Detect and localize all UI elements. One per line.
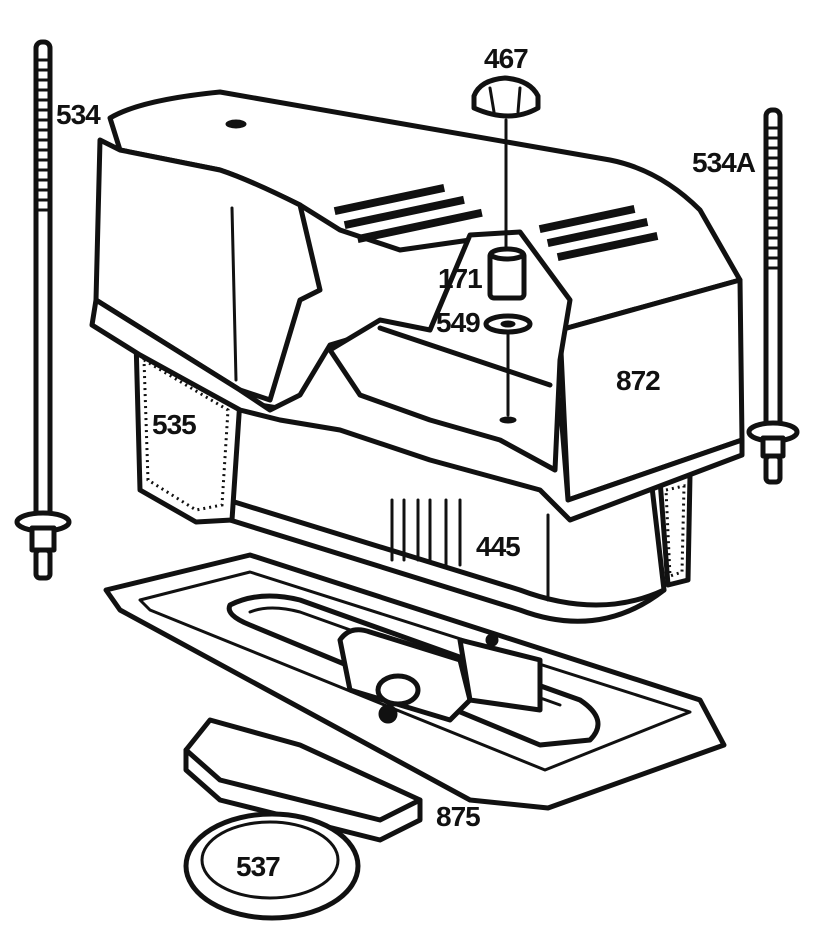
gasket-ring-537 (183, 811, 361, 921)
knob-467 (471, 75, 541, 252)
label-534: 534 (56, 99, 101, 130)
washer-549 (483, 313, 533, 424)
label-445: 445 (476, 531, 520, 562)
label-171: 171 (438, 263, 482, 294)
label-872: 872 (616, 365, 660, 396)
spacer-171 (487, 246, 527, 301)
bolt-534 (14, 39, 72, 581)
bolt-534a (746, 107, 800, 485)
label-875: 875 (436, 801, 480, 832)
label-534a: 534A (692, 147, 756, 178)
label-535: 535 (152, 409, 196, 440)
label-467: 467 (484, 43, 528, 74)
label-537: 537 (236, 851, 280, 882)
label-549: 549 (436, 307, 480, 338)
